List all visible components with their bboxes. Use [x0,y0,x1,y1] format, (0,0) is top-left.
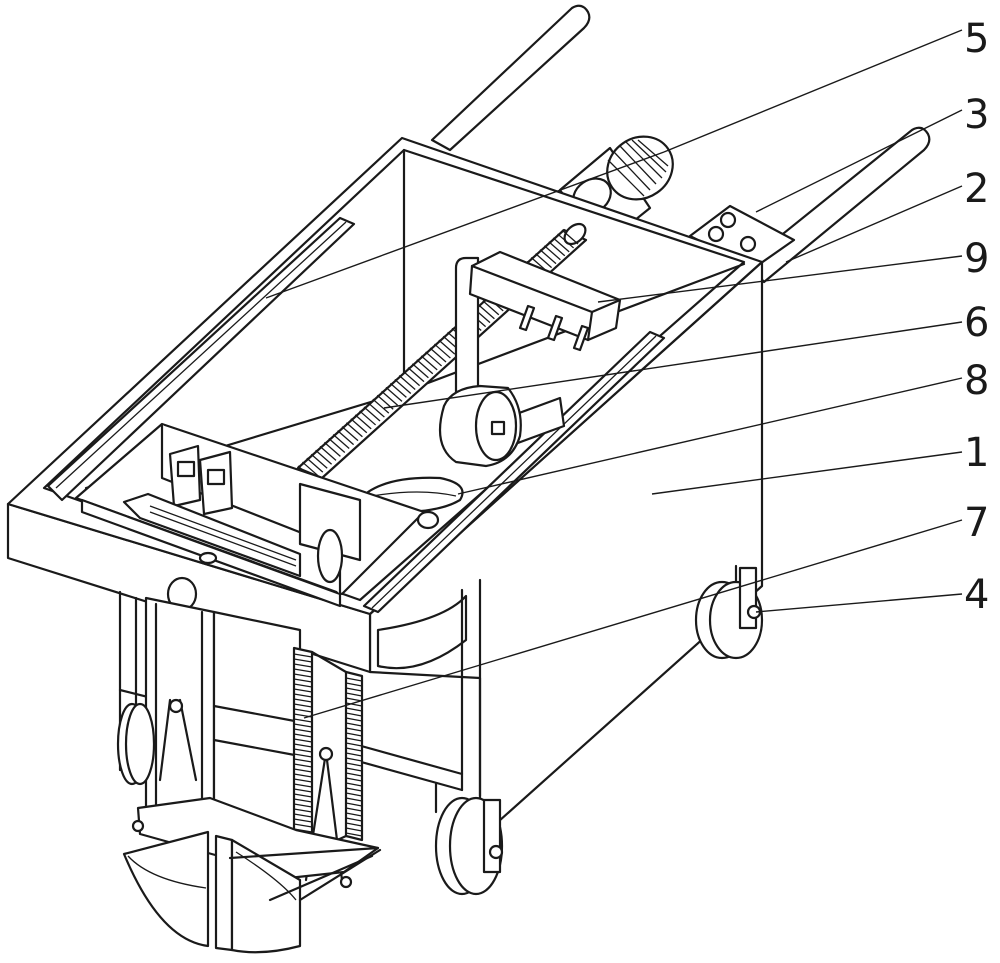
label-5: 5 [964,16,989,62]
label-8: 8 [964,358,989,404]
label-1: 1 [964,430,989,476]
label-9: 9 [964,236,989,282]
label-6: 6 [964,300,989,346]
plow-gates [124,798,380,952]
label-3: 3 [964,92,989,138]
label-2: 2 [964,166,989,212]
part-labels: 5 3 2 9 6 8 1 7 4 [964,16,989,618]
label-4: 4 [964,572,989,618]
label-7: 7 [964,500,989,546]
